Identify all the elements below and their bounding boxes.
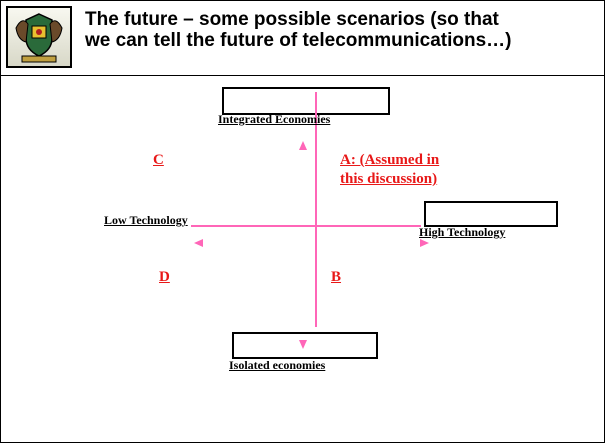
left-label: Low Technology <box>104 213 188 227</box>
scenario-d: D <box>159 269 170 285</box>
scenario-a-line-1: A: (Assumed in <box>340 152 440 168</box>
scenario-a: A: (Assumed in this discussion) <box>340 151 439 189</box>
title-bar: The future – some possible scenarios (so… <box>1 1 604 76</box>
top-label: Integrated Economies <box>218 112 331 126</box>
bottom-label-box <box>232 332 378 359</box>
right-label: High Technology <box>419 225 506 239</box>
arrow-right-icon <box>420 239 429 247</box>
scenario-b: B <box>331 269 342 285</box>
bottom-label: Isolated economies <box>229 358 326 372</box>
vertical-axis <box>315 92 317 327</box>
crest-logo-icon <box>6 6 72 68</box>
arrow-down-icon <box>299 340 307 349</box>
horizontal-axis <box>191 225 421 227</box>
title-line-2: we can tell the future of telecommunicat… <box>85 30 512 51</box>
title-line-1: The future – some possible scenarios (so… <box>85 9 499 30</box>
page-title: The future – some possible scenarios (so… <box>85 9 600 51</box>
arrow-left-icon <box>194 239 203 247</box>
top-label-box <box>222 87 390 115</box>
scenario-a-line-2: this discussion) <box>340 171 438 187</box>
scenario-c: C <box>153 152 164 168</box>
right-label-box <box>424 201 558 227</box>
arrow-up-icon <box>299 141 307 150</box>
